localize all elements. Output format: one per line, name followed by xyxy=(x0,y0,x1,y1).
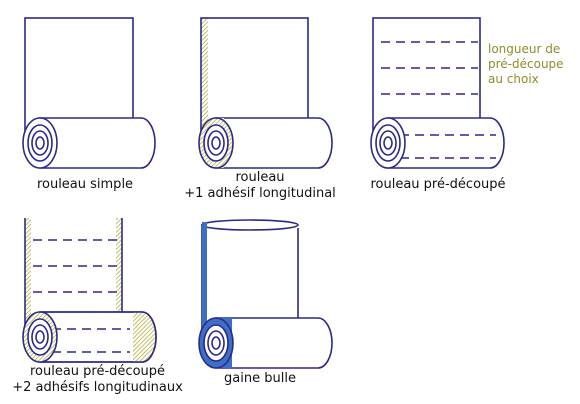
caption-perforated-adhesives-line1: rouleau pré-découpé xyxy=(29,364,166,379)
roll-perforated xyxy=(370,17,505,169)
roll-perforated-adhesives xyxy=(22,218,157,363)
roll-simple-cylinder xyxy=(39,117,156,169)
sleeve-opening xyxy=(201,219,299,231)
perforation-lines xyxy=(381,41,478,95)
roll-sleeve-cylinder xyxy=(215,317,333,369)
roll-adhesive-cylinder xyxy=(215,117,333,169)
roll-perforated-cylinder xyxy=(387,117,505,169)
caption-perforated-adhesives-line2: +2 adhésifs longitudinaux xyxy=(12,380,183,395)
annotation-line3: au choix xyxy=(488,72,539,86)
annotation-cut-length: longueur de pré-découpe au choix xyxy=(488,42,564,87)
sleeve-fold xyxy=(202,222,207,336)
caption-perforated-adhesives: rouleau pré-découpé +2 adhésifs longitud… xyxy=(10,364,185,396)
caption-sleeve: gaine bulle xyxy=(224,371,296,386)
caption-perforated: rouleau pré-découpé xyxy=(370,177,506,192)
roll-simple-sheet xyxy=(24,17,134,137)
caption-adhesive-line1: rouleau xyxy=(235,170,285,185)
roll-simple xyxy=(22,17,156,169)
caption-adhesive-line2: +1 adhésif longitudinal xyxy=(184,186,336,201)
annotation-line1: longueur de xyxy=(488,42,561,56)
caption-simple: rouleau simple xyxy=(36,177,134,192)
roll-sleeve xyxy=(198,219,333,369)
adhesive-strip xyxy=(201,18,208,136)
roll-adhesive xyxy=(198,17,333,169)
annotation-line2: pré-découpe xyxy=(488,57,564,71)
caption-adhesive: rouleau +1 adhésif longitudinal xyxy=(180,170,340,202)
roll-perforated-sheet xyxy=(372,17,481,137)
